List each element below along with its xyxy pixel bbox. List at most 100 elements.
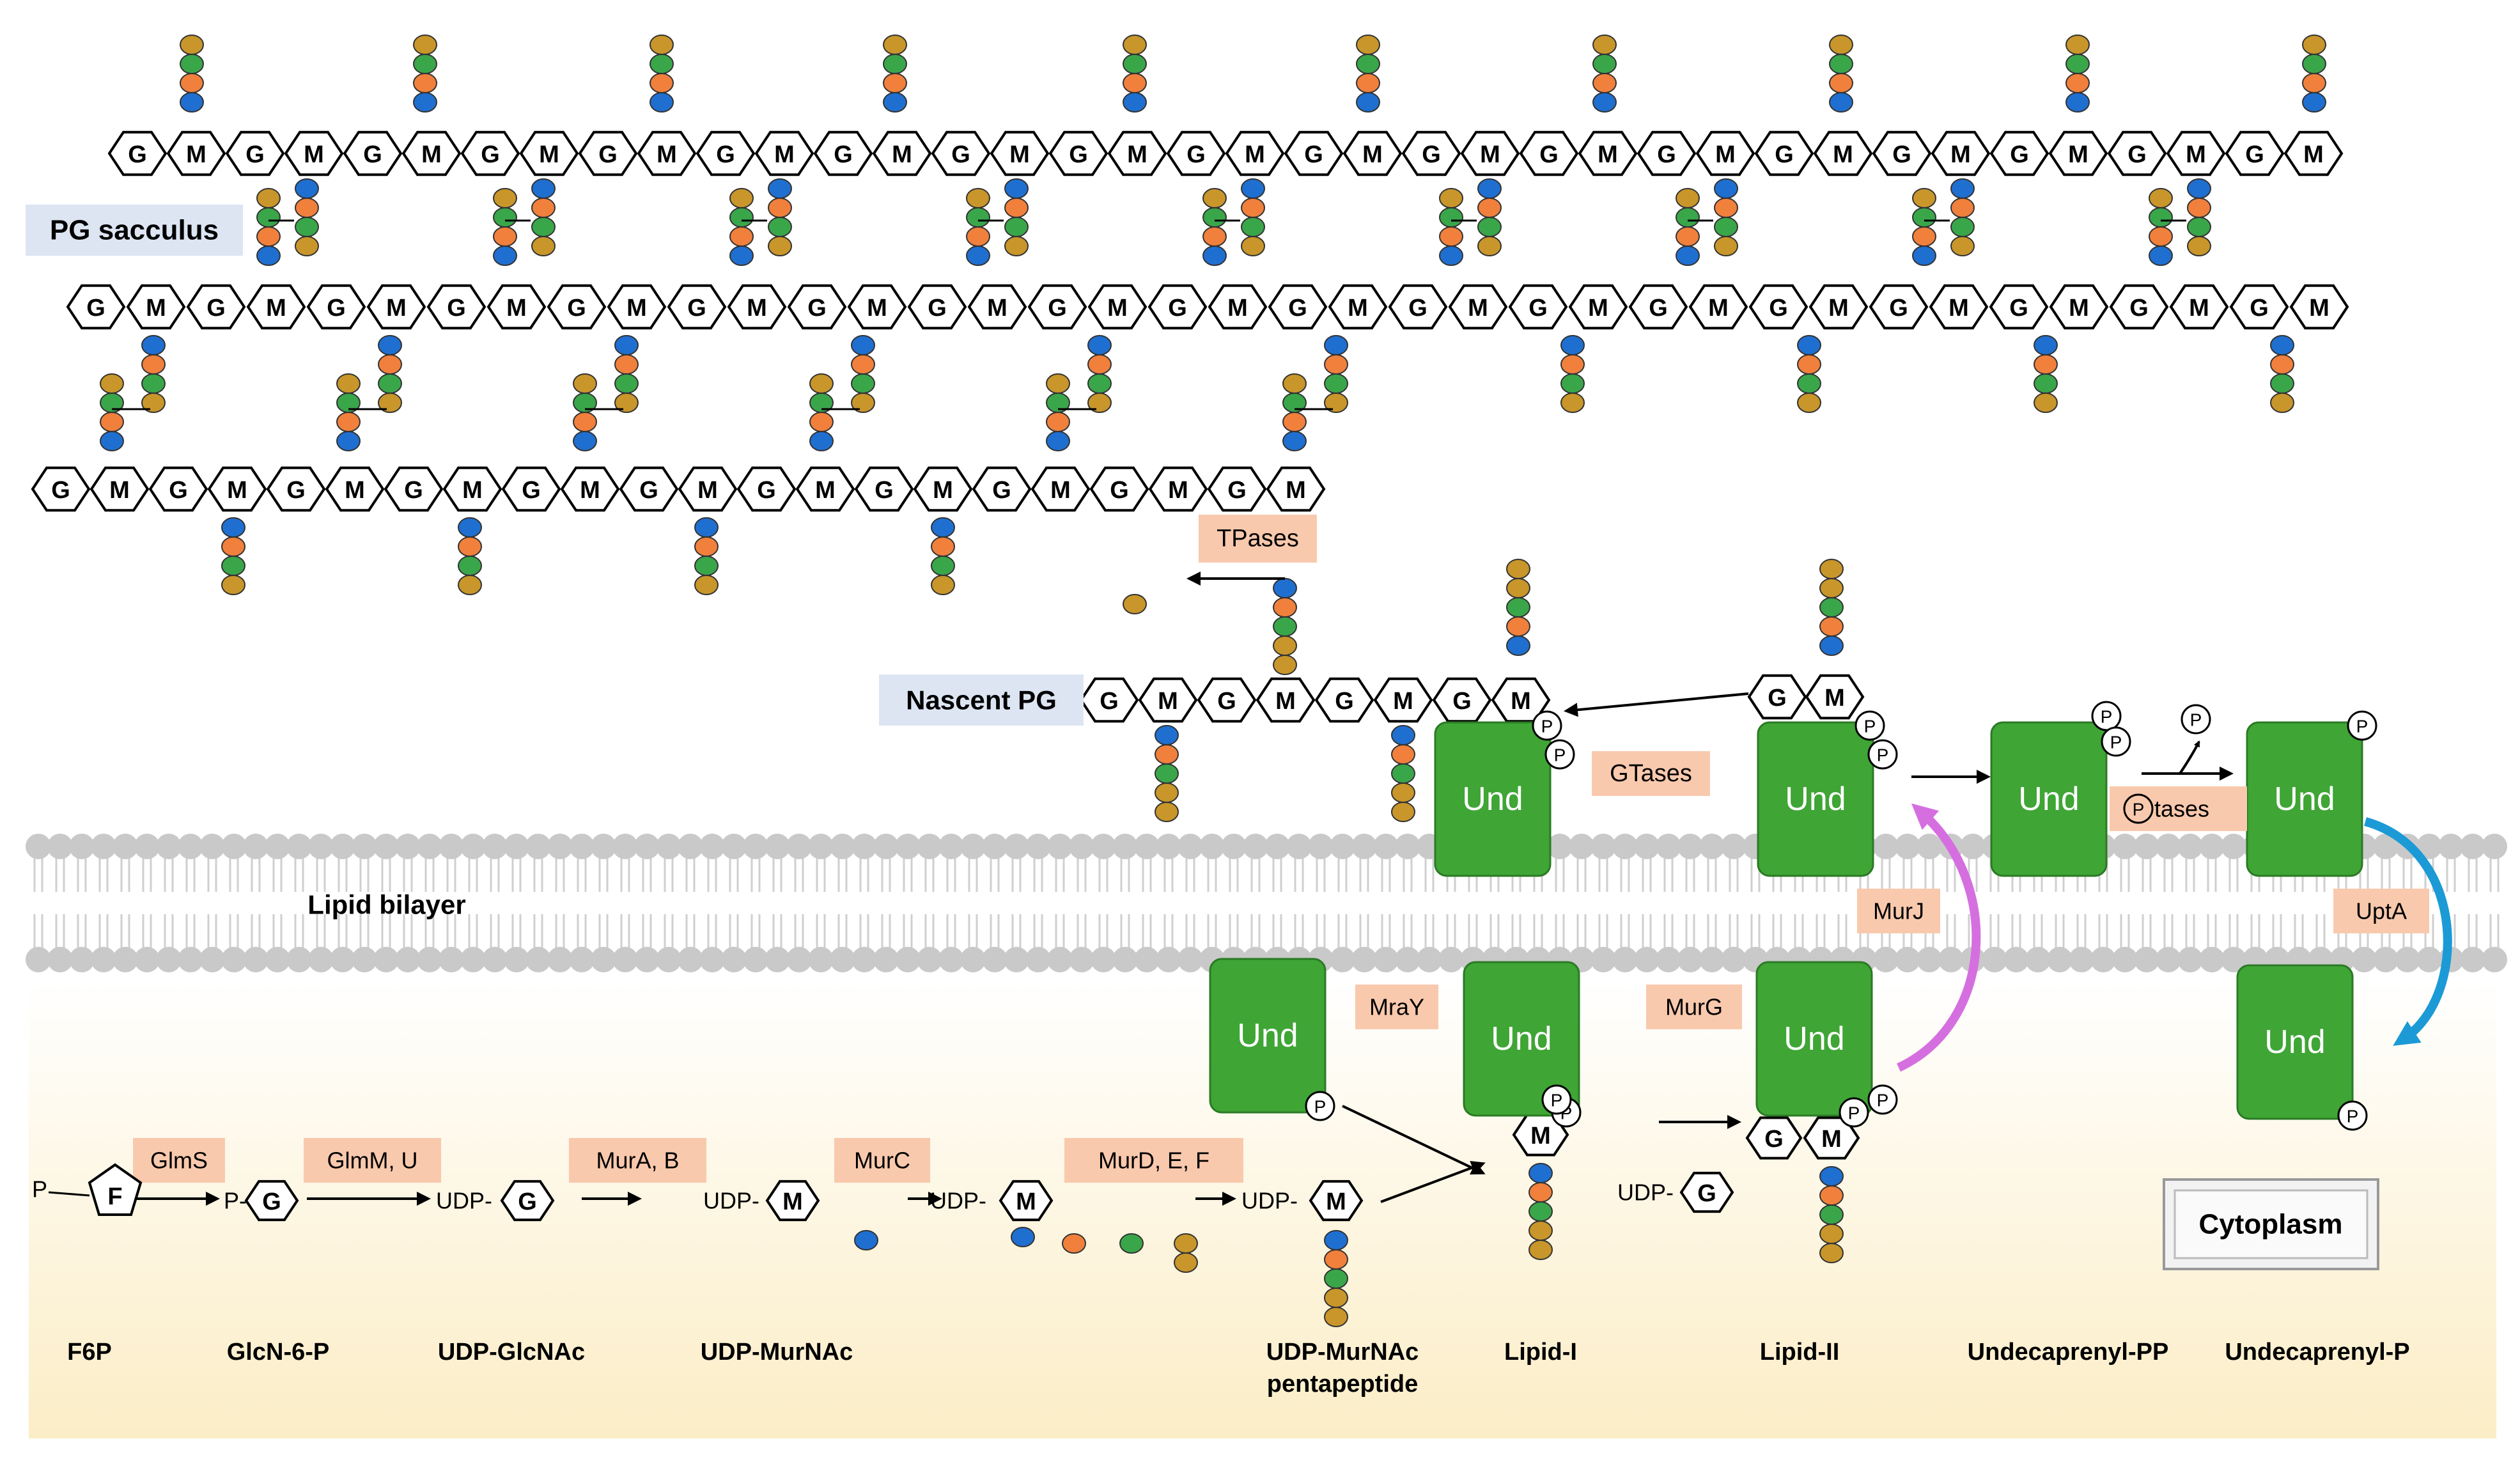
amino-acid-bead	[966, 188, 990, 208]
lipid-head	[178, 834, 203, 859]
lipid-head	[1895, 947, 1920, 972]
g-label: G	[567, 295, 586, 322]
lipid-head	[47, 834, 73, 859]
g-label: G	[1528, 295, 1548, 322]
glcnac-hexagon: G	[1388, 284, 1448, 330]
phosphate-label: P	[1541, 717, 1553, 736]
und-label: Und	[1785, 781, 1846, 818]
amino-acid-bead	[931, 536, 955, 557]
g-label: G	[1657, 141, 1676, 168]
released-phosphate-label: P	[2190, 710, 2202, 730]
lipid-head	[460, 947, 486, 972]
lipid-head	[938, 834, 964, 859]
hexagon-shape	[1745, 1116, 1803, 1160]
glcnac-hexagon: G	[1197, 677, 1257, 723]
murj-label-text: MurJ	[1873, 898, 1924, 924]
m-label: M	[1468, 295, 1488, 322]
amino-acid-bead	[768, 198, 792, 218]
und-label: Und	[2018, 781, 2079, 818]
hexagon-shape	[1148, 466, 1208, 512]
glcnac-hexagon: G	[854, 466, 914, 512]
amino-acid-bead	[256, 226, 281, 247]
glcnac-hexagon: G	[667, 284, 727, 330]
amino-acid-bead	[295, 236, 319, 256]
lipid-head	[982, 947, 1007, 972]
amino-acid-bead	[100, 373, 124, 394]
glcnac-hexagon: G	[1508, 284, 1568, 330]
g-label: G	[262, 1188, 281, 1215]
m-label: M	[1480, 141, 1500, 168]
lipid-head	[1612, 947, 1638, 972]
lipid-head	[134, 834, 160, 859]
amino-acid-bead	[1123, 73, 1147, 93]
amino-acid-bead	[694, 517, 719, 538]
lipid-head	[2047, 947, 2073, 972]
amino-acid-bead	[1506, 578, 1530, 598]
murnac-hexagon: M	[999, 1180, 1054, 1222]
udp-glcnac-prefix: UDP-	[436, 1188, 492, 1214]
amino-acid-bead	[1912, 226, 1936, 247]
amino-acid-bead	[1324, 1268, 1348, 1289]
phosphate-circle	[2101, 726, 2131, 757]
m-label: M	[1286, 477, 1306, 504]
hexagon-shape	[2225, 130, 2285, 176]
lipid-head	[1612, 834, 1638, 859]
und-box	[1755, 961, 1873, 1117]
amino-acid-bead	[2065, 92, 2090, 113]
amino-acid-bead	[413, 35, 437, 55]
amino-acid-bead	[1324, 1307, 1348, 1327]
lipid-head	[2438, 834, 2464, 859]
murnac-hexagon: M	[2049, 284, 2109, 330]
murnac-hexagon: M	[1931, 130, 1991, 176]
murdef-label-text: MurD, E, F	[1098, 1148, 1209, 1174]
amino-acid-bead	[413, 54, 437, 74]
hexagon-shape	[1695, 130, 1755, 176]
released-phosphate	[2181, 704, 2211, 735]
amino-acid-bead	[1391, 744, 1415, 765]
m-label: M	[386, 295, 407, 322]
mray-label: MraY	[1355, 985, 1438, 1029]
amino-acid-bead	[1123, 35, 1147, 55]
amino-acid-bead	[883, 54, 907, 74]
murnac-hexagon: M	[1225, 130, 1285, 176]
amino-acid-bead	[256, 245, 281, 266]
hexagon-shape	[1508, 284, 1568, 330]
lipid-head	[2112, 947, 2138, 972]
lipid-head	[395, 947, 421, 972]
amino-acid-bead	[1282, 412, 1307, 432]
amino-acid-bead	[809, 412, 834, 432]
amino-acid-bead	[1506, 559, 1530, 579]
amino-acid-bead	[931, 556, 955, 576]
m-label: M	[1530, 1123, 1551, 1149]
amino-acid-bead	[1241, 178, 1265, 199]
murnac-hexagon: M	[1138, 677, 1198, 723]
lipid-head	[1938, 947, 1964, 972]
lipid-head	[373, 947, 399, 972]
amino-acid-bead	[1829, 73, 1853, 93]
amino-acid-bead	[1123, 594, 1147, 614]
lipid-head	[525, 834, 551, 859]
amino-acid-bead	[1356, 73, 1380, 93]
m-label: M	[186, 141, 206, 168]
hexagon-shape	[284, 130, 344, 176]
lipid-head	[2177, 947, 2203, 972]
glcnac-hexagon: G	[547, 284, 607, 330]
murnac-hexagon: M	[1266, 466, 1326, 512]
lipid-head	[2069, 947, 2094, 972]
amino-acid-bead	[768, 236, 792, 256]
hexagon-shape	[1989, 284, 2049, 330]
amino-acid-bead	[1356, 35, 1380, 55]
hexagon-shape	[1931, 130, 1991, 176]
m-label: M	[892, 141, 912, 168]
amino-acid-bead	[1528, 1220, 1553, 1241]
upta-label-text: UptA	[2356, 898, 2407, 924]
m-label: M	[539, 141, 559, 168]
nascent-pg-label-text: Nascent PG	[906, 685, 1057, 715]
lipid-head	[699, 834, 725, 859]
amino-acid-bead	[1912, 207, 1936, 228]
glcnac-hexagon: G	[186, 284, 246, 330]
m-label: M	[933, 477, 953, 504]
